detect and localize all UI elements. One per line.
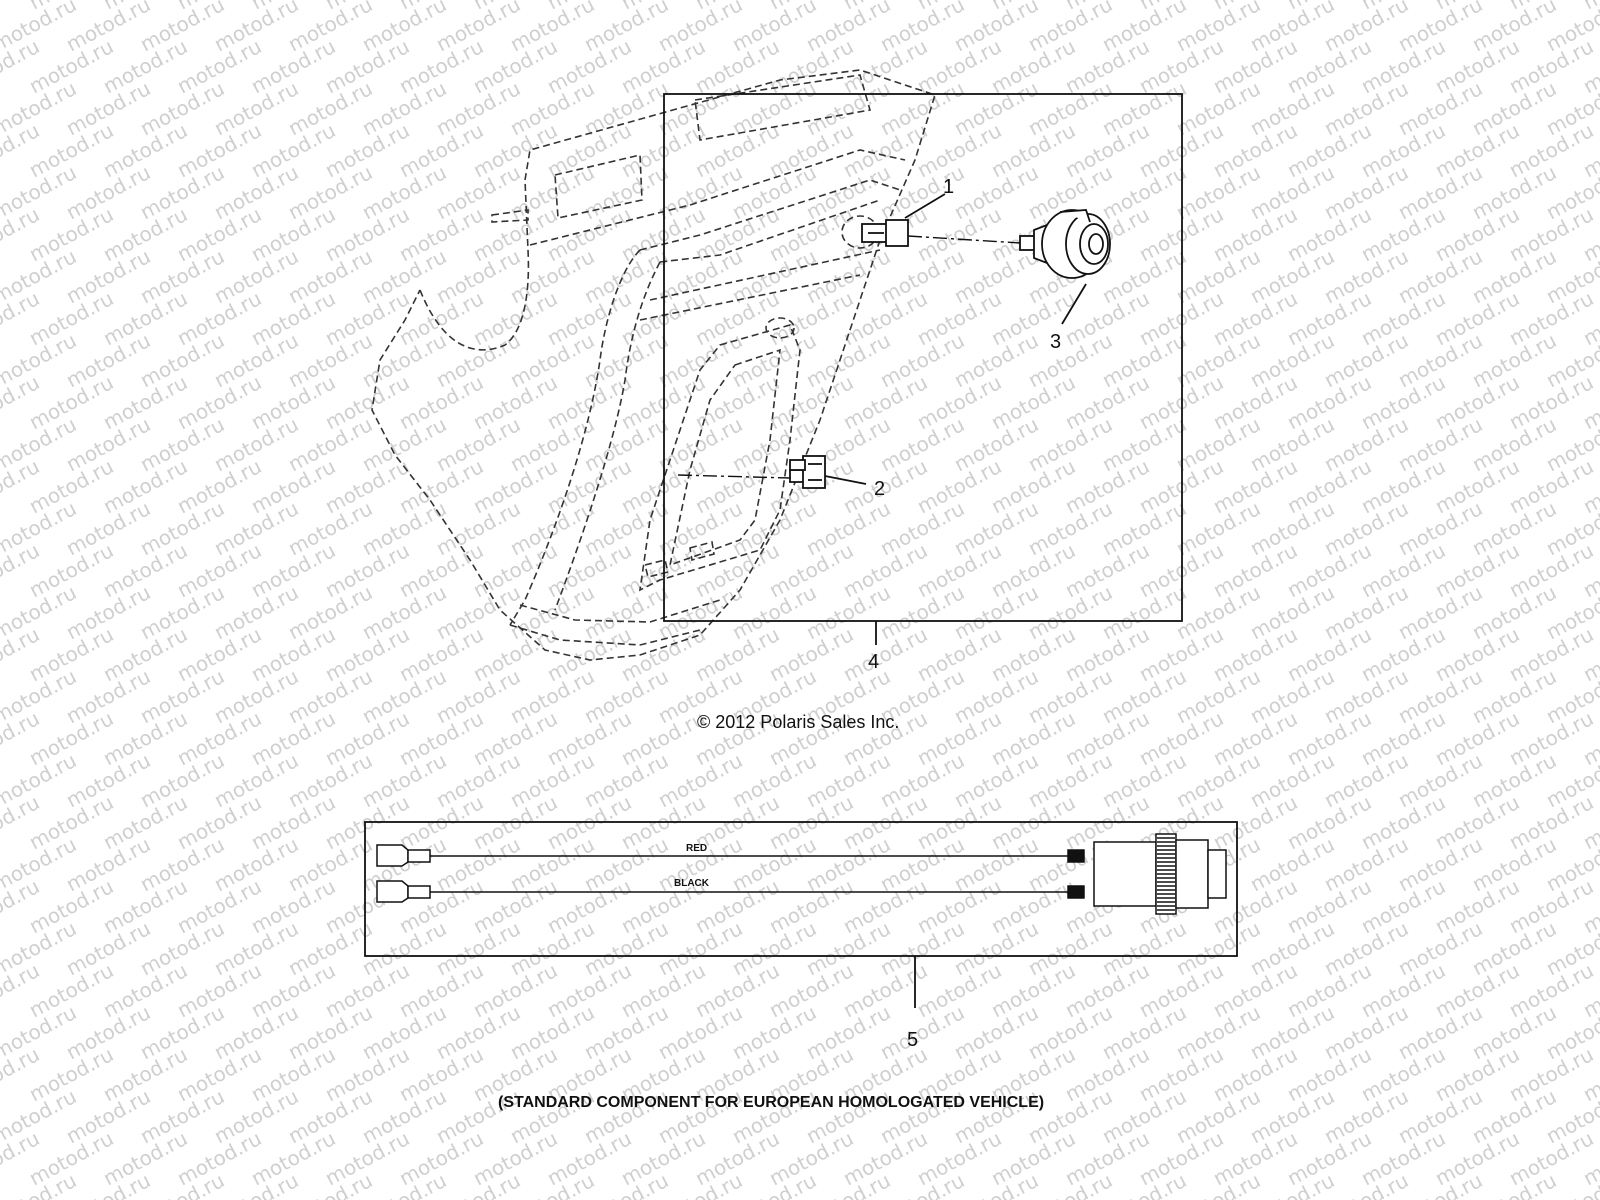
red-wire-terminal xyxy=(376,844,431,867)
assembly-guide-lines xyxy=(677,235,1021,479)
callout-4: 4 xyxy=(868,651,879,673)
black-wire-terminal xyxy=(376,880,431,903)
diagram-caption: (STANDARD COMPONENT FOR EUROPEAN HOMOLOG… xyxy=(498,1094,1044,1111)
callout-1: 1 xyxy=(943,176,954,198)
black-wire-label: BLACK xyxy=(674,878,710,889)
callout-3: 3 xyxy=(1050,331,1061,353)
part-3-power-socket xyxy=(1019,209,1111,279)
callout-2: 2 xyxy=(874,478,885,500)
part-1-connector xyxy=(861,219,909,247)
socket-grip-lines xyxy=(1157,837,1175,911)
detail-frame xyxy=(663,93,1183,622)
wiring-harness-frame xyxy=(364,821,1238,957)
part-2-connector xyxy=(789,455,826,489)
copyright-notice: © 2012 Polaris Sales Inc. xyxy=(697,712,899,732)
dashboard-panel-illustration xyxy=(371,69,936,661)
leader-lines xyxy=(824,193,1087,1008)
callout-5: 5 xyxy=(907,1029,918,1051)
red-wire-label: RED xyxy=(686,843,707,854)
